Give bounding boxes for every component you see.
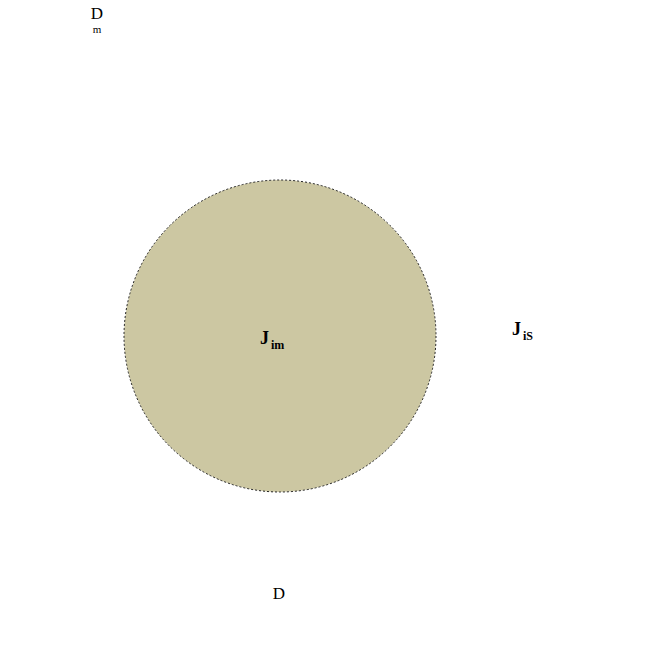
extension-line xyxy=(101,336,102,584)
ball xyxy=(306,139,350,183)
region-symbol: J xyxy=(260,329,269,347)
ball xyxy=(258,135,302,179)
ball xyxy=(78,314,122,358)
ball xyxy=(349,158,393,202)
extension-line xyxy=(121,36,122,336)
pitch-circle xyxy=(100,156,460,516)
balls xyxy=(78,135,482,538)
dimension-subscript: m xyxy=(93,24,102,35)
region-subscript: im xyxy=(271,339,284,351)
dimension-lines xyxy=(75,36,457,584)
extension-line xyxy=(75,36,76,336)
region-symbol: J xyxy=(512,320,521,338)
inner-ring: Jim xyxy=(124,180,436,492)
dimension-line xyxy=(101,576,457,577)
region-subscript: iS xyxy=(523,330,533,342)
dimension-line xyxy=(75,40,121,41)
dimension-label: D xyxy=(91,5,103,22)
inner-circle xyxy=(124,180,436,492)
inner-ring-outline xyxy=(124,180,436,492)
extension-line xyxy=(457,336,458,584)
ball xyxy=(438,314,482,358)
region-outline xyxy=(14,62,648,654)
ball xyxy=(258,494,302,538)
outer-ring xyxy=(79,135,481,537)
dimension-label: D xyxy=(273,585,285,602)
